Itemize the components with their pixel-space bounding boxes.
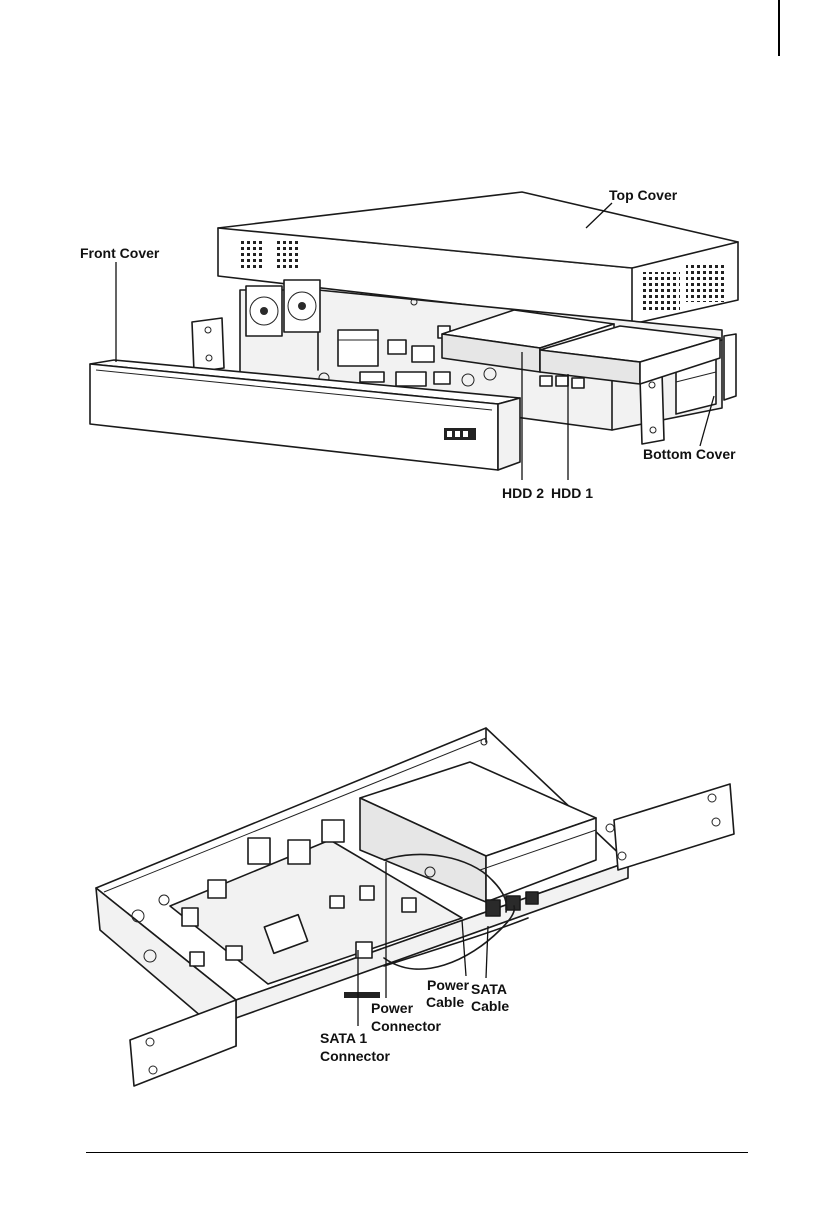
sata1-connector-label-line2: Connector [320,1048,391,1064]
sata1-connector-label-line1: SATA 1 [320,1030,367,1046]
power-connector-label-line1: Power [371,1000,414,1016]
bottom-cover-label: Bottom Cover [643,446,736,462]
brand-logo-icon [444,428,476,440]
power-cable-label-line1: Power [427,977,470,993]
top-cover-label: Top Cover [609,187,678,203]
power-cable-label-line2: Cable [426,994,464,1010]
rack-ear-rear [606,784,734,870]
hdd2-label: HDD 2 [502,485,544,501]
sata-cable-label-line2: Cable [471,998,509,1014]
footer-rule [86,1152,748,1153]
exploded-chassis-diagram: Top Cover Front Cover Bottom Cover HDD 2… [80,187,738,501]
power-connector-label-line2: Connector [371,1018,442,1034]
hdd1-label: HDD 1 [551,485,593,501]
front-cover-label: Front Cover [80,245,160,261]
open-chassis-cabling-diagram: Power Cable SATA Cable Power Connector S… [96,728,734,1086]
sata-cable-label-line1: SATA [471,981,507,997]
rack-ear-front [130,1000,236,1086]
